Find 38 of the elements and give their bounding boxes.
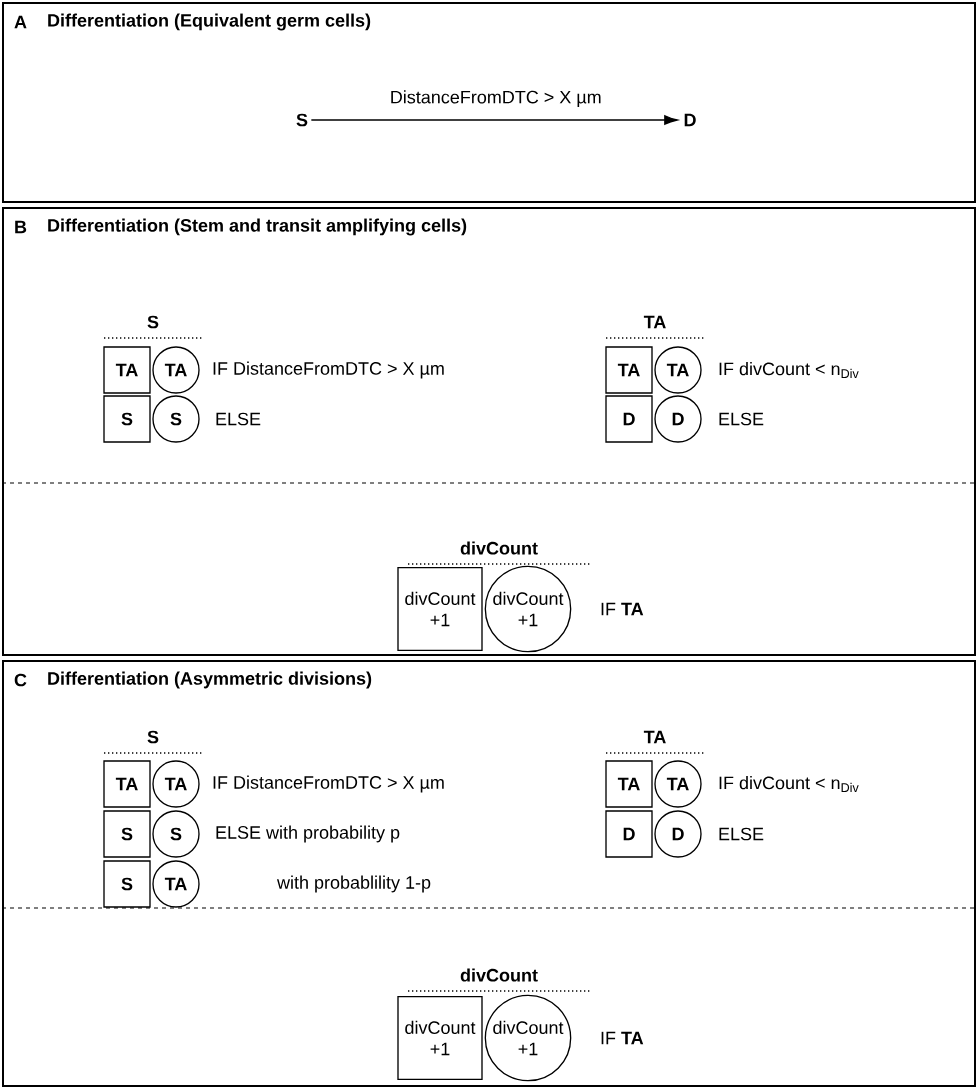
group-header: TA <box>643 730 666 744</box>
group-header: divCount <box>460 541 538 555</box>
cell-square: TA <box>605 346 653 394</box>
condition-text: with probablility 1-p <box>277 875 431 893</box>
cell-label: S <box>296 113 308 127</box>
panel-heading: Differentiation (Equivalent germ cells) <box>48 13 371 31</box>
condition-text: IF divCount < n$_{Div}$ <box>719 776 859 792</box>
group-header: S <box>147 730 159 744</box>
condition-text: IF TA <box>601 602 644 616</box>
cell-square: D <box>605 395 653 443</box>
group-header: TA <box>643 315 666 329</box>
group-header: S <box>147 315 159 329</box>
cell-square: D <box>605 810 653 858</box>
condition-text: ELSE <box>216 412 261 426</box>
condition-text: IF TA <box>601 1031 644 1045</box>
panel-letter: B <box>15 220 27 234</box>
panel-letter: A <box>14 15 27 29</box>
cell-square: TA <box>103 346 151 394</box>
cell-square: divCount +1 <box>397 567 483 651</box>
group-header: divCount <box>460 968 538 982</box>
condition-text: ELSE <box>719 827 764 841</box>
cell-square: S <box>103 810 151 858</box>
cell-square: divCount +1 <box>397 996 483 1080</box>
cell-square: TA <box>103 760 151 808</box>
edge-label: DistanceFromDTC > X µm <box>388 88 604 109</box>
arrow <box>310 115 678 125</box>
cell-square: S <box>103 860 151 908</box>
cell-square: S <box>103 395 151 443</box>
condition-text: ELSE <box>719 412 764 426</box>
panel-letter: C <box>14 673 27 687</box>
panel-heading: Differentiation (Stem and transit amplifying cells) <box>48 218 467 236</box>
cell-square: TA <box>605 760 653 808</box>
condition-text: IF DistanceFromDTC > X µm <box>213 775 444 793</box>
cell-label: D <box>684 113 696 127</box>
condition-text: ELSE with probability p <box>216 825 400 843</box>
condition-text: IF DistanceFromDTC > X µm <box>213 361 444 379</box>
panel-heading: Differentiation (Asymmetric divisions) <box>48 671 372 689</box>
condition-text: IF divCount < n$_{Div}$ <box>719 362 859 378</box>
